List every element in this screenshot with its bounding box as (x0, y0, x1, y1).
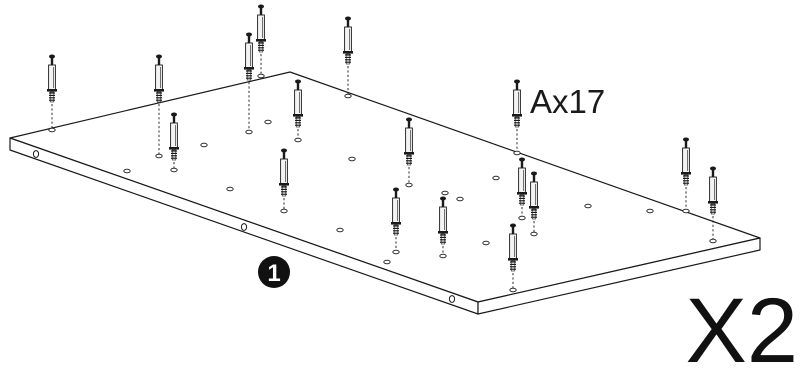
dowel (293, 79, 303, 143)
dowel-hole (509, 287, 517, 293)
dowel (508, 223, 518, 293)
face-hole (492, 175, 500, 181)
panel-board (9, 71, 761, 315)
dowel-hole (155, 153, 163, 159)
dowel (517, 157, 527, 221)
dowel-hole (405, 182, 413, 188)
dowel (154, 54, 164, 159)
face-hole (482, 240, 490, 246)
part-number: 1 (267, 260, 280, 287)
edge-hole (240, 223, 248, 231)
dowel-hole (392, 249, 400, 255)
edge-holes (32, 150, 456, 303)
face-hole (264, 119, 272, 125)
face-hole (226, 186, 234, 192)
face-hole (336, 227, 344, 233)
dowel (708, 166, 718, 244)
face-hole (646, 208, 654, 214)
face-hole (123, 168, 131, 174)
dowel (529, 171, 539, 237)
dowel-hole (439, 253, 447, 259)
dowel (343, 16, 353, 99)
dowel-hole (245, 129, 253, 135)
panel-side-edge (477, 237, 761, 315)
face-hole (441, 190, 449, 196)
dowel (256, 4, 266, 79)
face-hole (348, 156, 356, 162)
dowel (169, 112, 179, 173)
dowel-hole (530, 231, 538, 237)
edge-hole (448, 295, 456, 303)
dowel (279, 148, 289, 214)
quantity-multiplier: X2 (685, 280, 798, 369)
dowel-hole (344, 93, 352, 99)
dowel (681, 137, 691, 214)
dowel (512, 79, 522, 156)
dowel-hole (280, 208, 288, 214)
part-number-badge: 1 (258, 256, 290, 288)
face-hole (584, 203, 592, 209)
dowel-hole (682, 208, 690, 214)
dowel-hole (709, 238, 717, 244)
dowel-hole (257, 73, 265, 79)
dowel-hole (48, 127, 56, 133)
dowel (244, 32, 254, 135)
dowel (391, 187, 401, 255)
face-hole (200, 142, 208, 148)
dowel-group (47, 4, 718, 293)
edge-hole (32, 150, 40, 158)
face-hole (383, 259, 391, 265)
dowel-hole (170, 167, 178, 173)
dowel-hole (518, 215, 526, 221)
dowel (404, 117, 414, 188)
face-holes (123, 119, 654, 265)
part-badge-circle (258, 256, 290, 288)
dowel (47, 54, 57, 133)
hardware-label: Ax17 (530, 83, 605, 120)
dowel-hole (294, 137, 302, 143)
dowel (438, 196, 448, 259)
dowel-hole (513, 150, 521, 156)
face-hole (456, 196, 464, 202)
